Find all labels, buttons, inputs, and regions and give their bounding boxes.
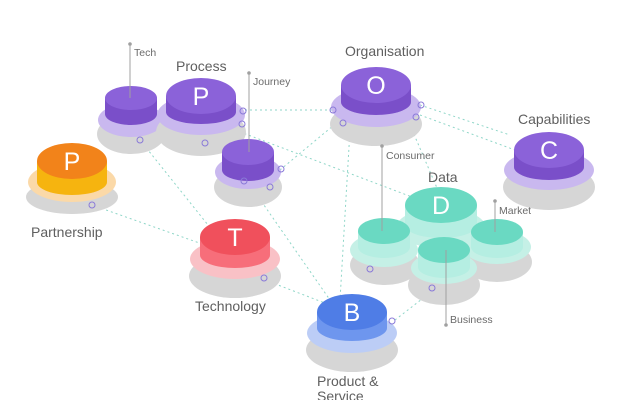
product-service-node: B Product & Service (306, 294, 398, 400)
journey-node: Journey (214, 71, 291, 207)
journey-connector-dot-3 (240, 177, 248, 185)
data-bottom-top (418, 237, 470, 263)
tech-top (105, 86, 157, 110)
link-organisation-capabilities-2 (419, 104, 511, 136)
process-connector-dot-3 (201, 139, 209, 147)
organisation-letter: O (366, 72, 385, 100)
journey-pin-head (247, 71, 251, 75)
technology-top (200, 219, 270, 255)
data-connector-dot-1 (366, 265, 374, 273)
tech-node: Tech (97, 42, 165, 154)
product-service-connector-dot (388, 317, 396, 325)
journey-connector-dot-1 (277, 165, 285, 173)
technology-letter: T (227, 224, 242, 252)
data-left-top (358, 218, 410, 244)
business-label: Business (450, 314, 493, 326)
consumer-pin-head (380, 144, 384, 148)
process-top (166, 78, 236, 114)
link-process-technology (139, 139, 221, 241)
capabilities-letter: C (540, 137, 558, 165)
partnership-connector-dot (88, 201, 96, 209)
process-connector-dot-2 (238, 120, 246, 128)
link-organisation-product (339, 129, 351, 301)
technology-connector-dot (260, 274, 268, 282)
process-node: P Process (156, 58, 247, 156)
link-organisation-capabilities (419, 114, 516, 151)
process-label: Process (176, 58, 227, 74)
journey-label: Journey (253, 76, 291, 88)
data-right-top (471, 219, 523, 245)
business-pin-head (444, 323, 448, 327)
link-partnership-technology (91, 204, 206, 246)
partnership-top (37, 143, 107, 179)
tech-pin-head (128, 42, 132, 46)
product-service-top (317, 294, 387, 330)
organisation-top (341, 67, 411, 103)
product-service-label-line1: Product & (317, 373, 379, 389)
data-center-top (405, 187, 477, 223)
product-service-label-line2: Service (317, 388, 364, 400)
process-connector-dot-1 (239, 107, 247, 115)
organisation-node: O Organisation (329, 43, 425, 146)
data-label: Data (428, 169, 458, 185)
partnership-node: P Partnership (26, 143, 118, 240)
technology-label: Technology (195, 298, 266, 314)
journey-top (222, 139, 274, 165)
technology-node: T Technology (189, 219, 281, 314)
partnership-label: Partnership (31, 224, 103, 240)
partnership-letter: P (64, 148, 81, 176)
data-letter: D (432, 192, 450, 220)
data-node: D Data (350, 169, 532, 305)
capabilities-node: C Capabilities (503, 111, 595, 210)
market-pin-head (493, 199, 497, 203)
organisation-connector-dot-1 (329, 106, 337, 114)
link-journey-organisation (279, 119, 341, 171)
organisation-connector-dot-4 (412, 113, 420, 121)
organisation-connector-dot-3 (417, 101, 425, 109)
market-label: Market (499, 205, 531, 217)
data-connector-dot-2 (428, 284, 436, 292)
journey-connector-dot-2 (266, 183, 274, 191)
organisation-label: Organisation (345, 43, 424, 59)
tech-connector-dot (136, 136, 144, 144)
process-letter: P (193, 83, 210, 111)
consumer-label: Consumer (386, 150, 435, 162)
link-journey-product (249, 184, 331, 301)
capabilities-top (514, 132, 584, 168)
organisation-connector-dot-2 (339, 119, 347, 127)
tech-label: Tech (134, 47, 156, 59)
product-service-letter: B (344, 299, 361, 327)
capabilities-label: Capabilities (518, 111, 590, 127)
data-sub-labels: Consumer Market Business (380, 144, 531, 327)
